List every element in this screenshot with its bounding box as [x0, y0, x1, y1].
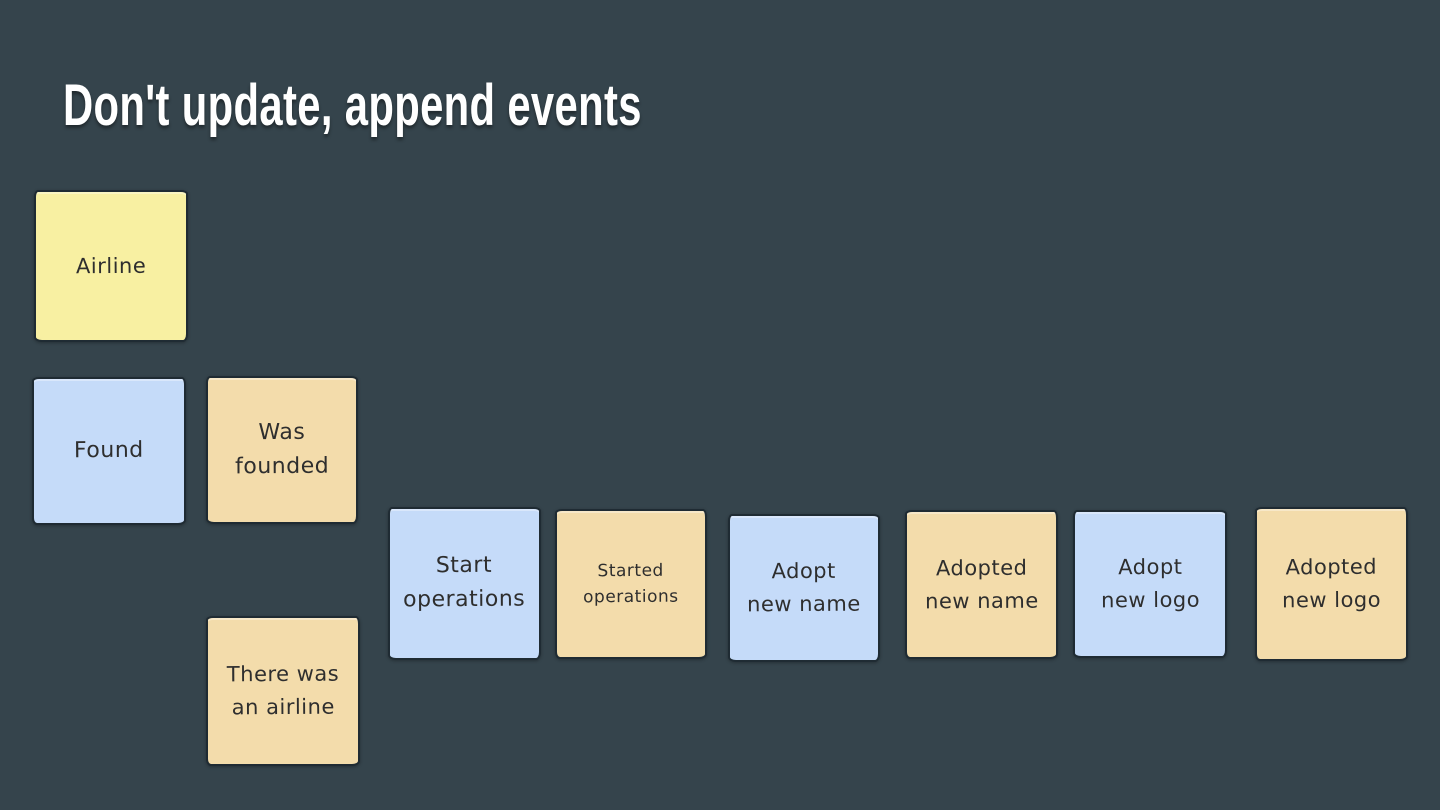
sticky-note-line: Started — [597, 560, 665, 581]
slide-title: Don't update, append events — [63, 73, 642, 138]
sticky-note-line: new logo — [1100, 587, 1200, 613]
sticky-note-text: Adopt new logo — [1100, 551, 1200, 617]
sticky-note-adopted-new-logo[interactable]: Adopted new logo — [1255, 507, 1408, 661]
sticky-note-adopt-new-name[interactable]: Adopt new name — [728, 514, 880, 662]
sticky-note-there-was-an-airline[interactable]: There was an airline — [206, 616, 360, 766]
sticky-note-text: Start operations — [403, 549, 526, 618]
sticky-note-line: Start — [436, 553, 493, 579]
sticky-note-adopted-new-name[interactable]: Adopted new name — [905, 510, 1058, 659]
sticky-note-line: new name — [924, 588, 1039, 613]
sticky-note-text: Found — [74, 434, 144, 469]
sticky-note-line: There was — [226, 662, 340, 687]
sticky-note-line: founded — [234, 453, 330, 480]
sticky-note-text: Adopted new name — [924, 552, 1039, 618]
sticky-note-text: Adopted new logo — [1282, 551, 1381, 617]
sticky-note-text: Adopt new name — [747, 555, 861, 621]
sticky-note-line: Found — [74, 437, 144, 464]
sticky-note-text: Airline — [76, 249, 146, 282]
sticky-note-start-operations[interactable]: Start operations — [388, 507, 541, 660]
sticky-note-line: Adopt — [1117, 555, 1183, 580]
sticky-note-line: operations — [583, 586, 679, 608]
sticky-note-was-founded[interactable]: Was founded — [206, 376, 358, 524]
sticky-note-line: new logo — [1282, 587, 1382, 613]
sticky-note-line: an airline — [231, 694, 335, 720]
sticky-note-line: Airline — [75, 253, 147, 278]
sticky-note-text: There was an airline — [227, 658, 340, 724]
sticky-note-started-operations[interactable]: Started operations — [555, 509, 707, 659]
sticky-note-line: Adopted — [935, 555, 1028, 581]
sticky-note-line: Adopted — [1285, 555, 1378, 580]
sticky-note-adopt-new-logo[interactable]: Adopt new logo — [1073, 510, 1227, 658]
sticky-note-line: new name — [747, 591, 862, 617]
sticky-note-found[interactable]: Found — [32, 377, 186, 525]
sticky-note-airline[interactable]: Airline — [34, 190, 188, 342]
sticky-note-line: Adopt — [771, 559, 837, 584]
sticky-note-line: Was — [258, 419, 306, 446]
sticky-note-text: Started operations — [583, 557, 679, 610]
sticky-note-line: operations — [403, 587, 526, 613]
sticky-note-text: Was founded — [235, 416, 330, 485]
